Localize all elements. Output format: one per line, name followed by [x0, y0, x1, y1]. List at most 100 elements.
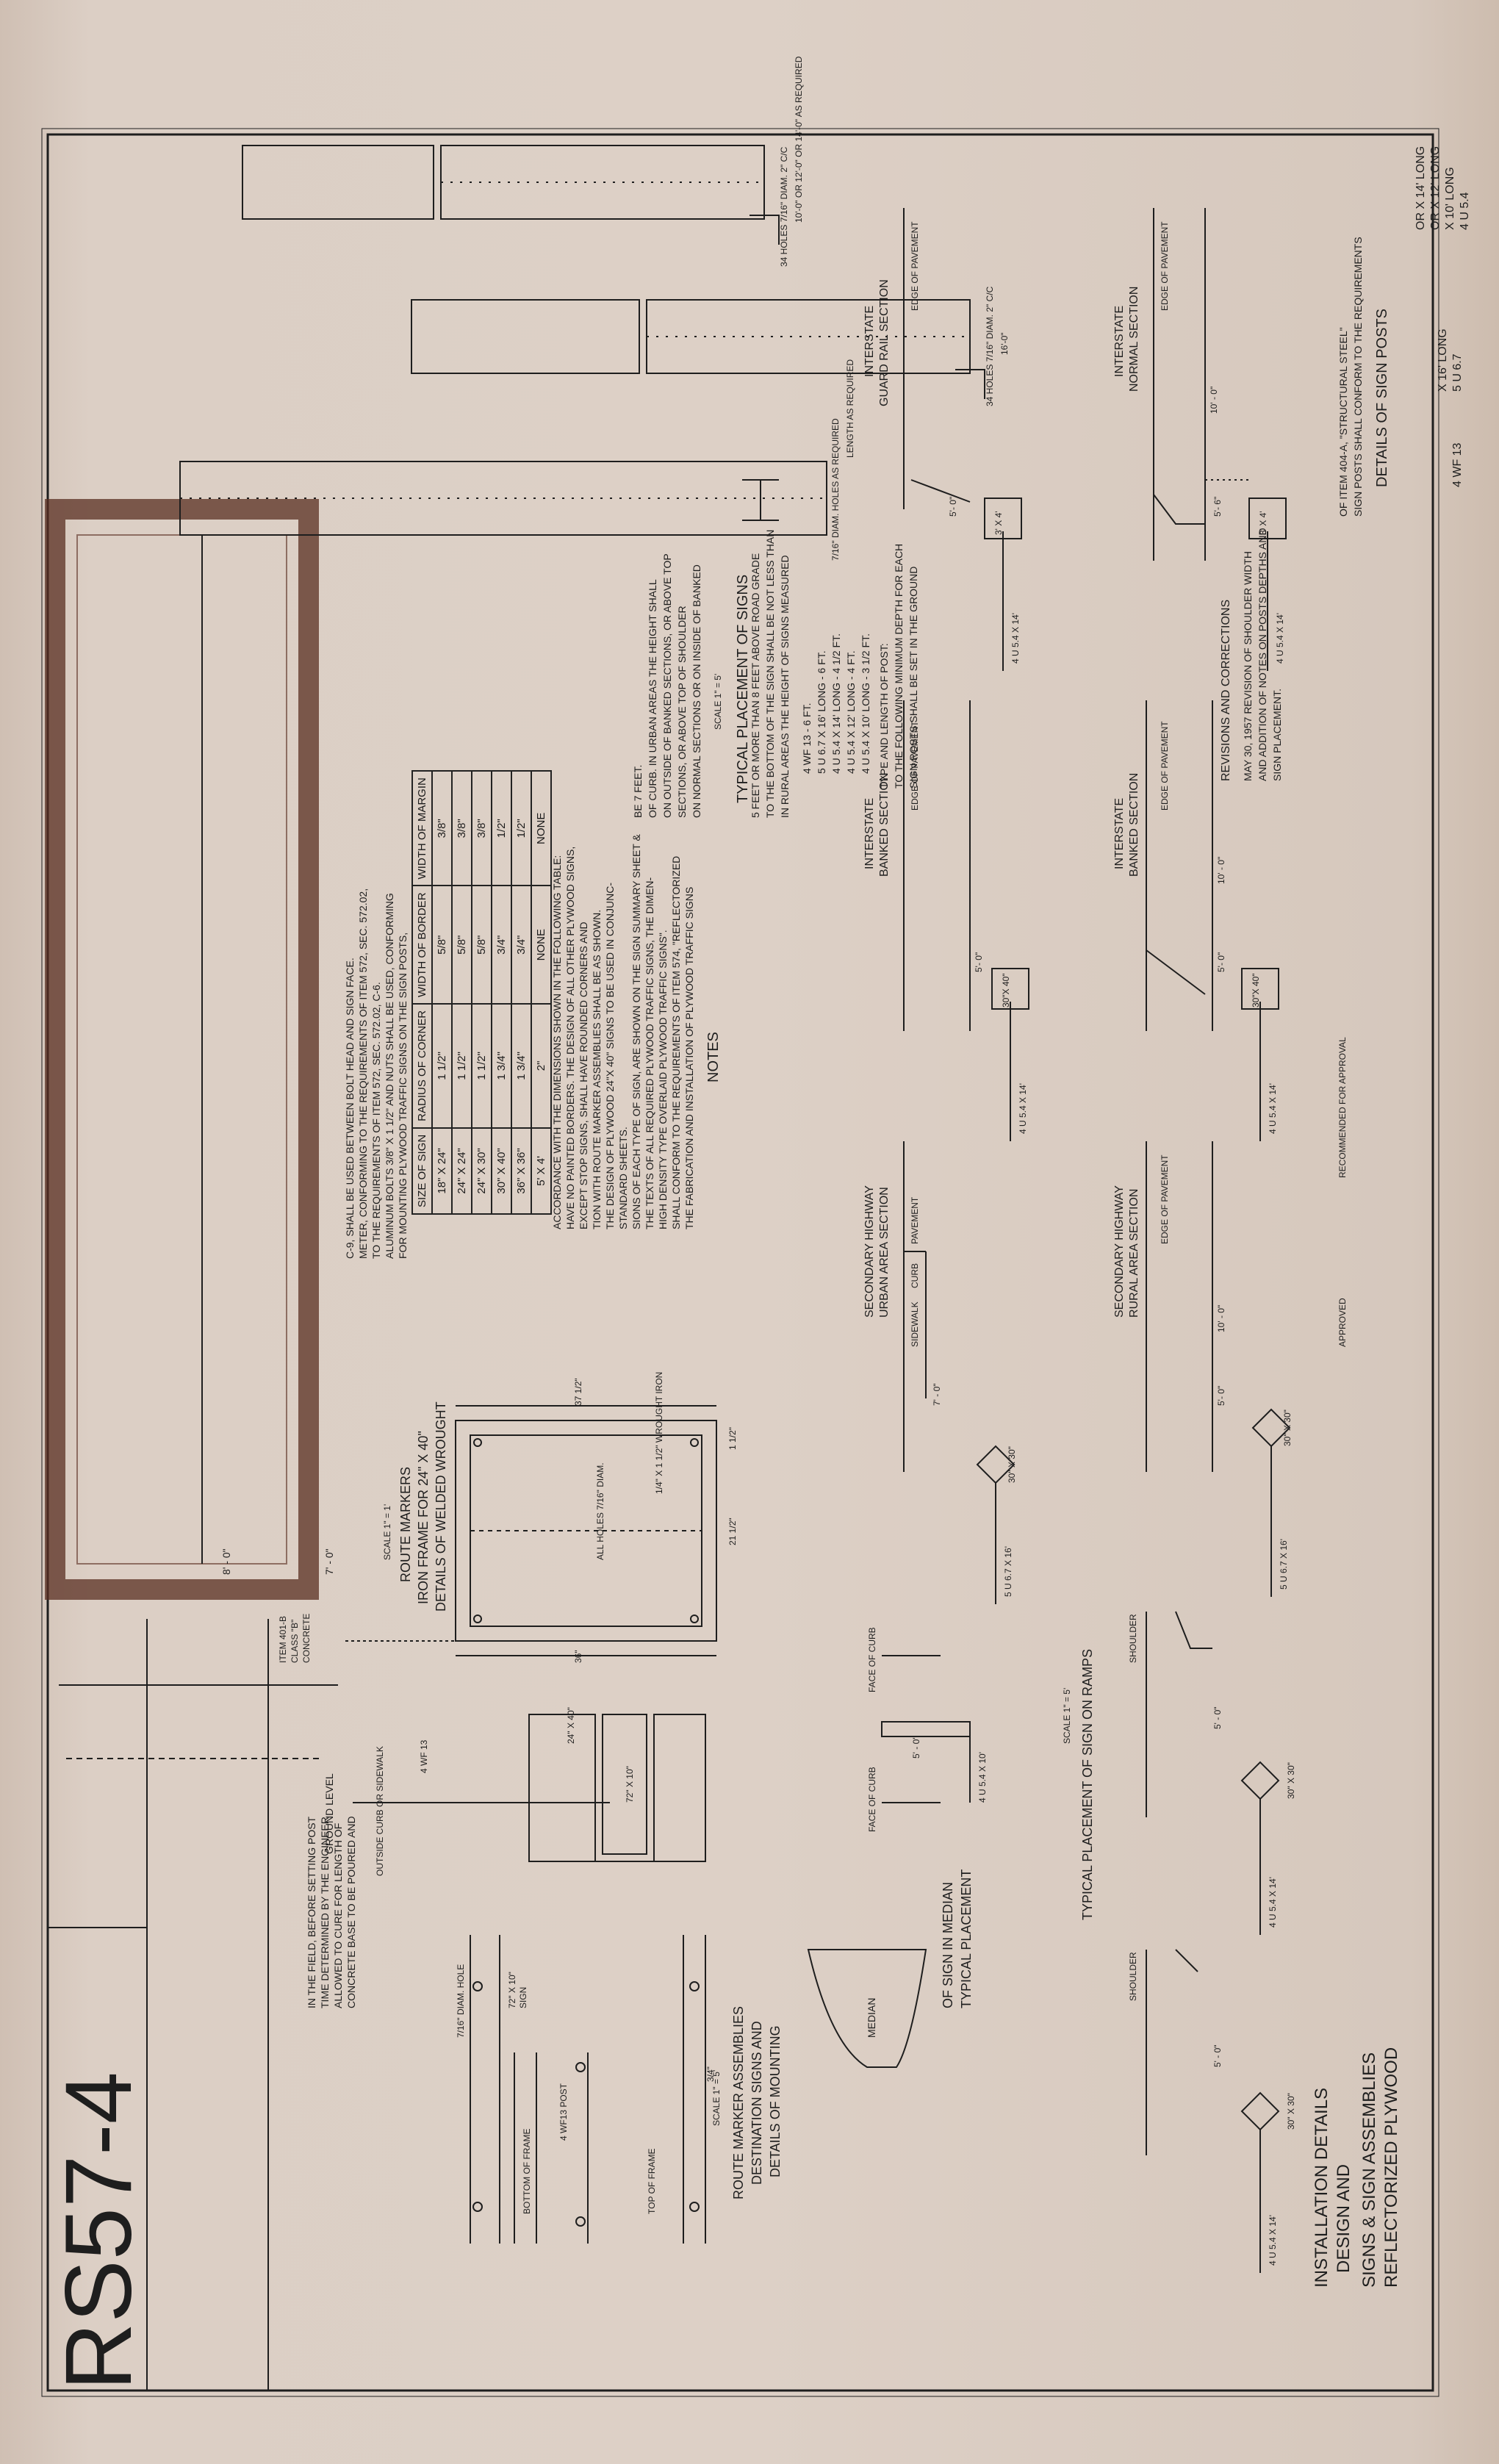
ramps-sign-1: 30" X 30": [1286, 1762, 1296, 1799]
depth-1: 4 U 5.4 X 12' LONG - 4 FT.: [845, 650, 857, 774]
sign-post-lines: [180, 146, 985, 535]
rural-section-sub: SECONDARY HIGHWAY: [1113, 1185, 1126, 1318]
sign-guard: 3' X 4': [993, 511, 1004, 535]
frame-dim-bot: 36": [573, 1650, 583, 1663]
sign-posts-note1: SIGN POSTS SHALL CONFORM TO THE REQUIREM…: [1352, 237, 1364, 517]
approved-label: APPROVED: [1337, 1298, 1348, 1347]
table-cell: 2": [531, 1003, 551, 1128]
table-cell: 3/8": [472, 771, 492, 886]
frame-dim-side: 21 1/2": [727, 1517, 738, 1545]
post2-label1: 5 U 6.7: [1451, 353, 1464, 392]
mount-note-3: TO THE REQUIREMENTS OF ITEM 572, SEC. 57…: [370, 982, 382, 1259]
median-post: 4 U 5.4 X 10': [977, 1752, 988, 1803]
rural-note-5: ON OUTSIDE OF BANKED SECTIONS, OR ABOVE …: [661, 553, 673, 818]
rural-note-2: 5 FEET OR MORE THAN 8 FEET ABOVE ROAD GR…: [750, 553, 761, 818]
post-banked-b: 4 U 5.4 X 14': [1268, 1083, 1278, 1134]
frame-dim-small: 1 1/2": [727, 1427, 738, 1450]
post2-label2: X 16' LONG: [1437, 328, 1449, 392]
ramps-post-2: 4 U 5.4 X 14': [1268, 2215, 1278, 2266]
recommended-label: RECOMMENDED FOR APPROVAL: [1337, 1037, 1348, 1178]
table-cell: 5/8": [452, 886, 472, 1004]
table-cell: 1/2": [511, 771, 531, 886]
table-cell: 5/8": [432, 886, 452, 1004]
median-title-2: OF SIGN IN MEDIAN: [941, 1881, 955, 2008]
notes-line-2: HIGH DENSITY TYPE OVERLAID PLYWOOD TRAFF…: [657, 930, 669, 1229]
table-cell: 5/8": [472, 886, 492, 1004]
edge-label-banked-a: EDGE OF PAVEMENT: [910, 721, 920, 811]
table-cell: 30" X 40": [492, 1127, 511, 1214]
mounting-post: 4 WF13 POST: [558, 2083, 569, 2141]
notes-line-8: EXCEPT STOP SIGNS, SHALL HAVE ROUNDED CO…: [578, 922, 589, 1229]
notes-line-3: THE TEXTS OF ALL REQUIRED PLYWOOD TRAFFI…: [644, 877, 655, 1229]
table-cell: 1 1/2": [452, 1003, 472, 1128]
ramps-dim-2: 5' - 0": [1212, 2044, 1223, 2067]
section-drawings: [904, 208, 1290, 1604]
banked-a-title: BANKED SECTION: [878, 772, 891, 877]
mounting-hole: 7/16" DIAM. HOLE: [456, 1964, 466, 2038]
dim-5-normal: 5'- 6": [1212, 496, 1223, 517]
frame-scale: SCALE 1" = 1': [382, 1504, 392, 1560]
notes-line-10: ACCORDANCE WITH THE DIMENSIONS SHOWN IN …: [551, 855, 563, 1229]
depth-0: 4 U 5.4 X 10' LONG - 3 1/2 FT.: [860, 633, 871, 774]
table-row: 18" X 24"1 1/2"5/8"3/8": [432, 771, 452, 1214]
table-header-cell: SIZE OF SIGN: [412, 1127, 432, 1214]
post1-label4: OR X 14' LONG: [1414, 146, 1427, 230]
mounting-sign: 72" X 10": [507, 1972, 517, 2008]
frame-title-1: DETAILS OF WELDED WROUGHT: [434, 1401, 448, 1612]
depth-3: 5 U 6.7 X 16' LONG - 6 FT.: [816, 650, 827, 774]
install-sign-b: 72" X 10": [625, 1766, 635, 1803]
table-cell: 1 3/4": [511, 1003, 531, 1128]
revisions-header: REVISIONS AND CORRECTIONS: [1220, 599, 1232, 781]
installation-drawing: [59, 1641, 705, 1861]
post2-dim: 16'-0": [999, 332, 1010, 355]
revisions-line2: AND ADDITION OF NOTES ON POSTS DEPTHS AN…: [1257, 528, 1268, 781]
mount-note-2: ALUMINUM BOLTS 3/8" X 1 1/2" AND NUTS SH…: [384, 893, 395, 1259]
frame-title-3: ROUTE MARKERS: [398, 1466, 413, 1582]
notes-line-5: STANDARD SHEETS.: [617, 1127, 629, 1229]
table-cell: 18" X 24": [432, 1127, 452, 1214]
title-block-line4: INSTALLATION DETAILS: [1312, 2087, 1331, 2288]
dim-7-urban: 7' - 0": [932, 1383, 942, 1406]
rural-note-7: BE 7 FEET.: [632, 764, 644, 818]
post1-dim: 10'-0" OR 12'-0" OR 14'-0" AS REQUIRED: [794, 56, 804, 223]
edge-label-banked-b: EDGE OF PAVEMENT: [1160, 721, 1170, 811]
post-guard: 4 U 5.4 X 14': [1010, 613, 1021, 664]
table-cell: 36" X 36": [511, 1127, 531, 1214]
table-row: 30" X 40"1 3/4"3/4"1/2": [492, 771, 511, 1214]
ramps-shoulder-1: SHOULDER: [1128, 1614, 1138, 1663]
urban-section-sub: SECONDARY HIGHWAY: [863, 1185, 876, 1318]
mounting-top: TOP OF FRAME: [647, 2148, 657, 2214]
dim-5-banked-b: 5'- 0": [1216, 952, 1226, 972]
dim-10-rural: 10' - 0": [1216, 1304, 1226, 1332]
mounting-bottom: BOTTOM OF FRAME: [522, 2128, 532, 2214]
guard-section-title: GUARD RAIL SECTION: [878, 279, 891, 406]
banked-a-sub: INTERSTATE: [863, 797, 876, 869]
notes-line-0: THE FABRICATION AND INSTALLATION OF PLYW…: [683, 886, 695, 1229]
dim-10-banked: 10' - 0": [1216, 856, 1226, 884]
sign-size-table: SIZE OF SIGN RADIUS OF CORNER WIDTH OF B…: [411, 770, 552, 1215]
normal-section-sub: INTERSTATE: [1113, 305, 1126, 377]
banked-b-title: BANKED SECTION: [1128, 772, 1140, 877]
notes-line-6: THE DESIGN OF PLYWOOD 24"X 40" SIGNS TO …: [604, 882, 616, 1229]
table-cell: 5' X 4': [531, 1127, 551, 1214]
banked-b-sub: INTERSTATE: [1113, 797, 1126, 869]
revisions-line1: MAY 30, 1957 REVISION OF SHOULDER WIDTH: [1242, 550, 1254, 781]
table-cell: 1 1/2": [472, 1003, 492, 1128]
table-cell: NONE: [531, 771, 551, 886]
urban-section-title: URBAN AREA SECTION: [878, 1187, 891, 1318]
table-cell: 1 1/2": [432, 1003, 452, 1128]
title-block-line3: DESIGN AND: [1334, 2163, 1354, 2273]
dim-5-banked-a: 5'- 0": [974, 952, 984, 972]
ramps-title: TYPICAL PLACEMENT OF SIGN ON RAMPS: [1080, 1648, 1095, 1920]
post3-label: 4 WF 13: [1451, 442, 1464, 487]
rural-note-1: TO THE BOTTOM OF THE SIGN SHALL BE NOT L…: [764, 529, 776, 818]
post2-holes: 34 HOLES 7/16" DIAM. 2" C/C: [985, 286, 995, 406]
post1-label1: 4 U 5.4: [1459, 192, 1471, 230]
table-row: 36" X 36"1 3/4"3/4"1/2": [511, 771, 531, 1214]
dim-5-rural: 5'- 0": [1216, 1385, 1226, 1406]
post1-holes: 34 HOLES 7/16" DIAM. 2" C/C: [779, 146, 789, 267]
install-sign-a: 24" X 40": [566, 1707, 576, 1744]
